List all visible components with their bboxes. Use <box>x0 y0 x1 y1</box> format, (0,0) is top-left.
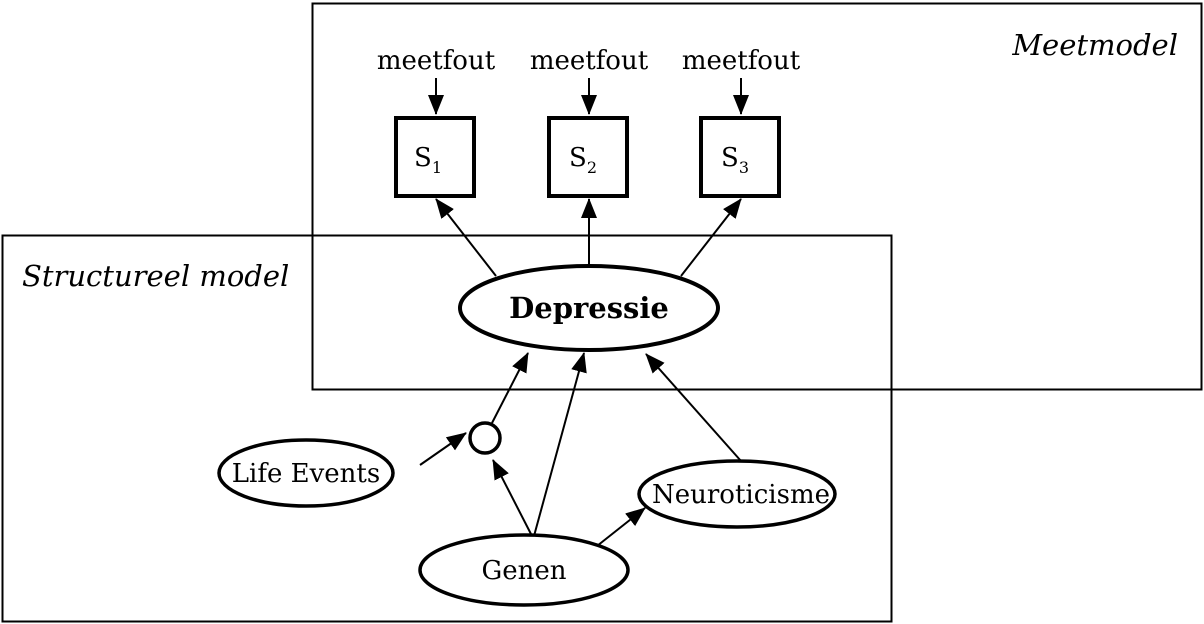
indicator-s1: S1 <box>394 116 476 198</box>
indicator-s3: S3 <box>699 116 781 198</box>
edge-genen-interaction <box>492 459 533 537</box>
edge-neuroticisme-depressie <box>645 353 742 462</box>
measurement-error-label-2: meetfout <box>530 46 649 76</box>
edge-lifeevents-interaction <box>419 432 467 466</box>
svg-text:S2: S2 <box>569 143 597 177</box>
latent-depressie-label: Depressie <box>509 291 669 325</box>
latent-genen: Genen <box>418 533 630 607</box>
measurement-model-region <box>311 2 1203 391</box>
indicator-s3-label: S <box>721 143 739 173</box>
latent-life-events: Life Events <box>217 438 395 508</box>
indicator-s1-subscript: 1 <box>432 158 442 177</box>
svg-text:S1: S1 <box>414 143 442 177</box>
indicator-s2-subscript: 2 <box>587 158 597 177</box>
indicator-s3-subscript: 3 <box>739 158 749 177</box>
latent-neuroticisme-label: Neuroticisme <box>652 480 830 510</box>
edge-depressie-s1 <box>435 198 497 277</box>
structural-model-region <box>1 234 893 623</box>
interaction-node <box>468 421 502 455</box>
latent-life-events-label: Life Events <box>232 459 380 489</box>
edge-genen-depressie <box>533 352 587 537</box>
structural-model-label: Structureel model <box>22 259 289 293</box>
latent-genen-label: Genen <box>481 556 566 586</box>
measurement-model-label: Meetmodel <box>1011 28 1178 62</box>
svg-text:S3: S3 <box>721 143 749 177</box>
indicator-s2: S2 <box>547 116 629 198</box>
edge-interaction-depressie <box>491 352 529 424</box>
indicator-s2-label: S <box>569 143 587 173</box>
latent-neuroticisme: Neuroticisme <box>637 459 837 529</box>
edge-depressie-s3 <box>680 198 742 277</box>
latent-depressie: Depressie <box>458 264 720 352</box>
indicator-s1-label: S <box>414 143 432 173</box>
edge-genen-neuroticisme <box>596 507 646 547</box>
measurement-error-label-1: meetfout <box>377 46 496 76</box>
measurement-error-label-3: meetfout <box>682 46 801 76</box>
